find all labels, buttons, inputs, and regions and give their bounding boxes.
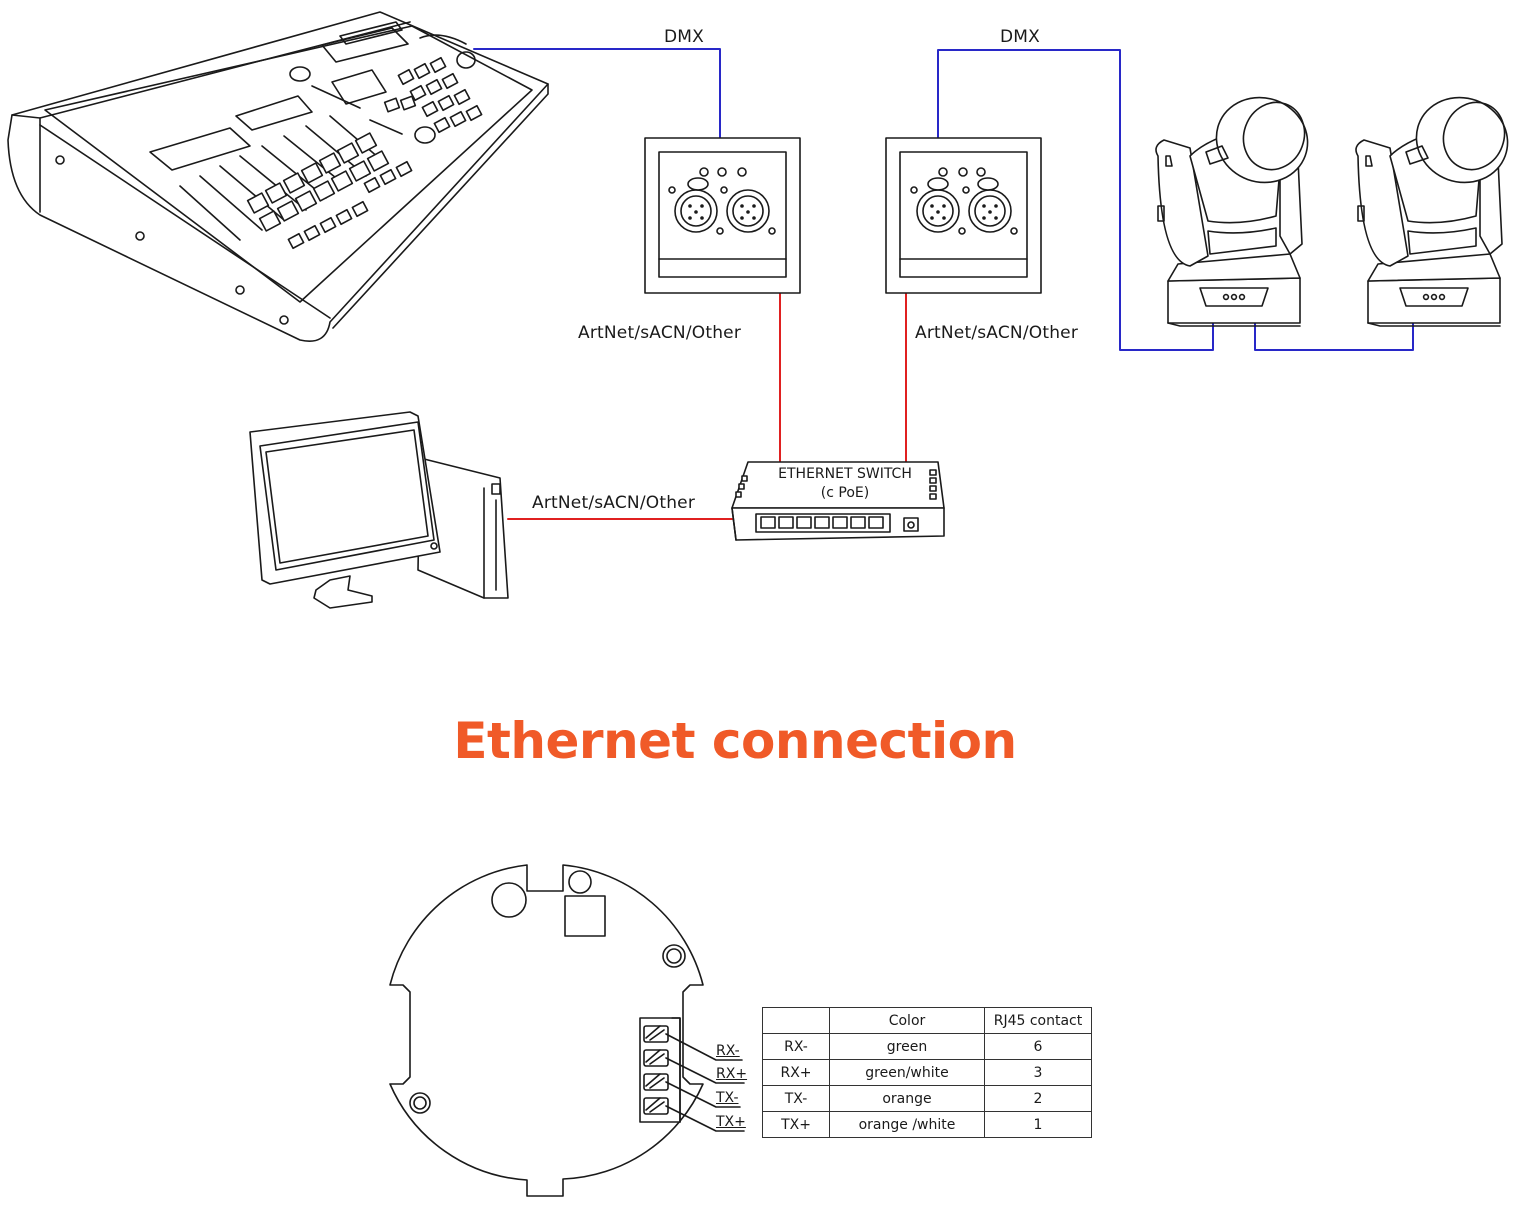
rj45-pinout-table: Color RJ45 contact RX- green 6 RX+ green… <box>762 1007 1092 1138</box>
table-cell: 2 <box>984 1085 1092 1112</box>
moving-head-fixture-1 <box>1155 96 1309 327</box>
table-cell: 1 <box>984 1111 1092 1138</box>
table-header-cell: RJ45 contact <box>984 1007 1092 1034</box>
table-cell: RX- <box>762 1033 830 1060</box>
switch-label-line1: ETHERNET SWITCH <box>778 466 912 482</box>
moving-head-fixture-2 <box>1355 96 1509 327</box>
dmx-node-right <box>885 137 1042 294</box>
pin-label-tx-minus: TX- <box>716 1090 739 1106</box>
table-header-cell: Color <box>829 1007 985 1034</box>
pcb-board-outline <box>389 864 745 1197</box>
lighting-console <box>7 11 549 342</box>
table-row: RX- green 6 <box>762 1033 1092 1060</box>
table-row: TX+ orange /white 1 <box>762 1111 1092 1138</box>
pin-label-tx-plus: TX+ <box>716 1114 746 1130</box>
switch-label-line2: (c PoE) <box>820 485 870 501</box>
network-label-right-node: ArtNet/sACN/Other <box>915 323 1079 343</box>
table-header-cell <box>762 1007 830 1034</box>
table-cell: TX- <box>762 1085 830 1112</box>
pin-label-rx-plus: RX+ <box>716 1066 748 1082</box>
network-label-pc: ArtNet/sACN/Other <box>532 493 696 513</box>
section-title: Ethernet connection <box>453 712 1017 770</box>
table-cell: orange /white <box>829 1111 985 1138</box>
table-header-row: Color RJ45 contact <box>762 1007 1092 1034</box>
dmx-cable-fixture-to-fixture <box>1254 319 1414 351</box>
ethernet-switch <box>731 461 945 541</box>
table-row: RX+ green/white 3 <box>762 1059 1092 1086</box>
ethernet-cables <box>507 292 907 520</box>
table-cell: 6 <box>984 1033 1092 1060</box>
computer-workstation <box>249 411 509 609</box>
table-cell: green <box>829 1033 985 1060</box>
network-label-left-node: ArtNet/sACN/Other <box>578 323 742 343</box>
table-cell: orange <box>829 1085 985 1112</box>
table-cell: 3 <box>984 1059 1092 1086</box>
table-cell: TX+ <box>762 1111 830 1138</box>
dmx-label-left: DMX <box>664 27 705 47</box>
dmx-label-right: DMX <box>1000 27 1041 47</box>
pin-label-rx-minus: RX- <box>716 1043 740 1059</box>
table-cell: RX+ <box>762 1059 830 1086</box>
dmx-node-left <box>644 137 801 294</box>
table-cell: green/white <box>829 1059 985 1086</box>
table-row: TX- orange 2 <box>762 1085 1092 1112</box>
switch-label: ETHERNET SWITCH (c PoE) <box>765 465 925 503</box>
